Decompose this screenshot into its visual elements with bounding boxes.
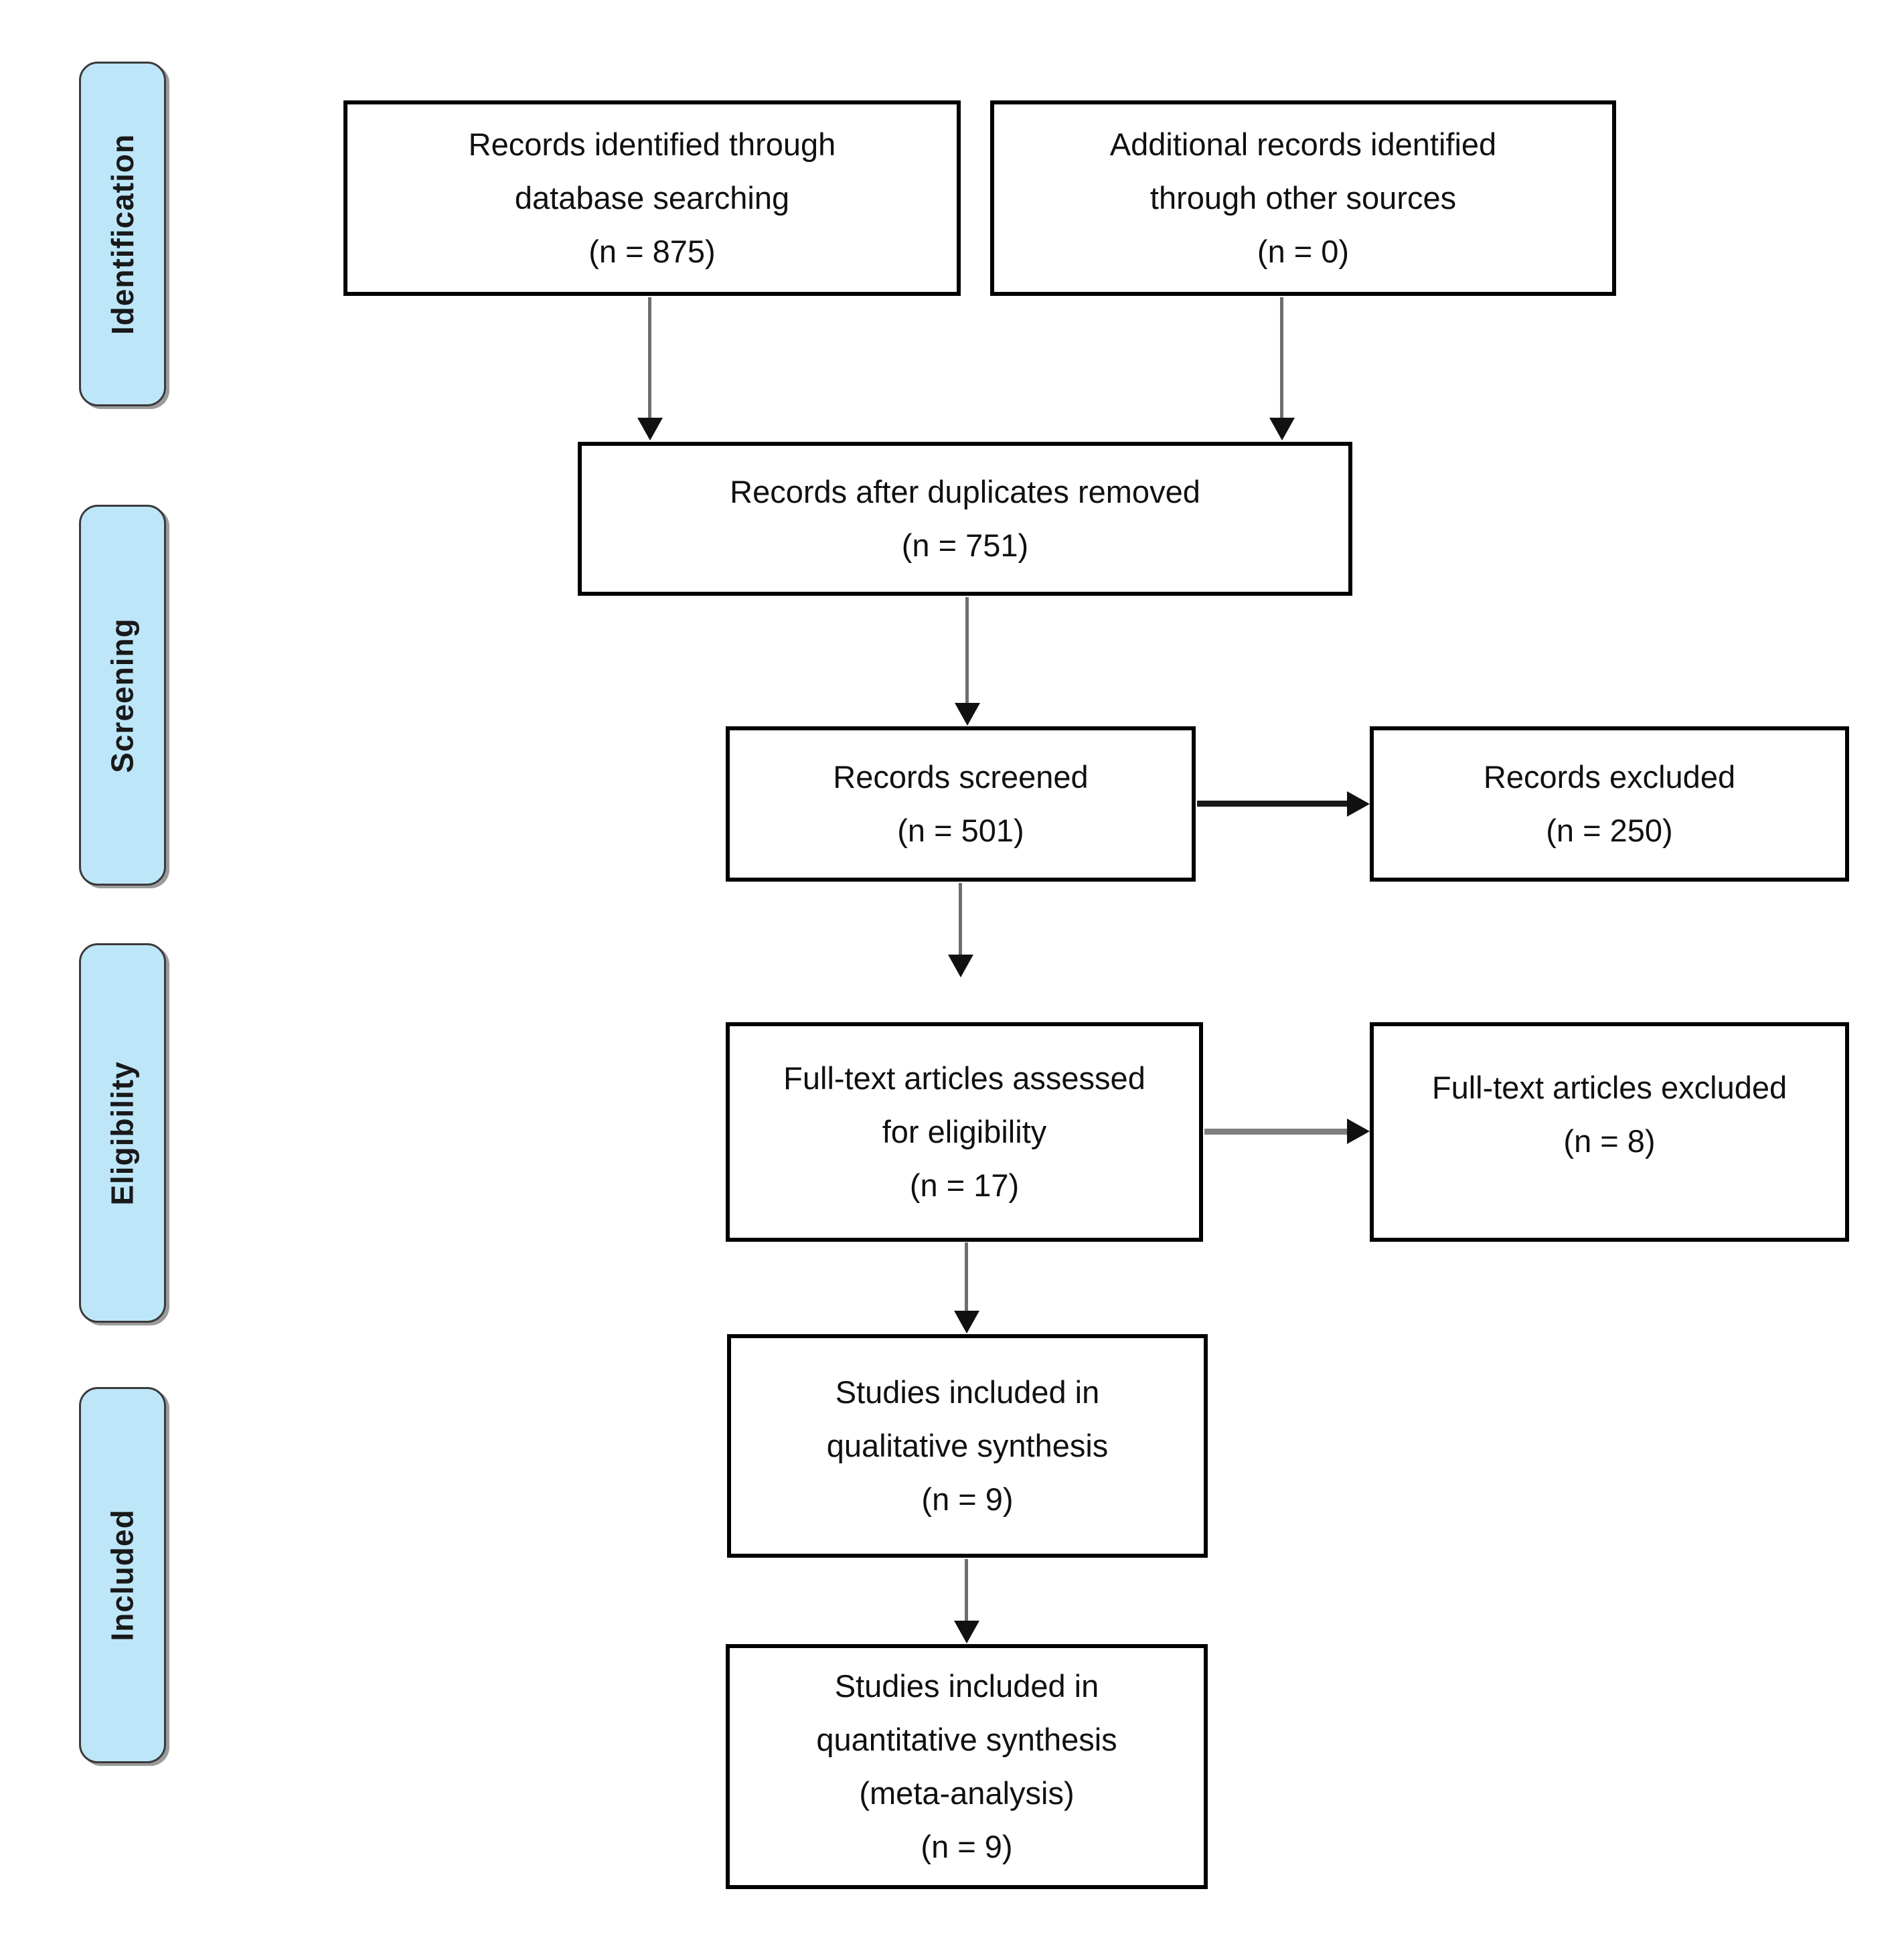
arrow-identified-to-duplicates <box>648 297 651 418</box>
box-qualitative-synthesis-line: qualitative synthesis <box>826 1428 1109 1464</box>
arrow-down-icon <box>948 955 973 977</box>
box-fulltext-assessed-line: Full-text articles assessed <box>783 1060 1145 1097</box>
box-additional-records-line: through other sources <box>1149 180 1457 216</box>
box-additional-records-count: (n = 0) <box>1257 233 1350 269</box>
box-qualitative-synthesis-line: Studies included in <box>835 1374 1100 1410</box>
box-records-identified-count: (n = 875) <box>588 233 716 269</box>
stage-label-included-text: Included <box>105 1509 140 1641</box>
box-fulltext-assessed-count: (n = 17) <box>909 1167 1020 1203</box>
box-records-identified-line: database searching <box>514 180 790 216</box>
arrow-qualitative-to-quantitative <box>965 1559 968 1621</box>
box-quantitative-synthesis-line: (meta-analysis) <box>859 1775 1075 1811</box>
arrow-down-icon <box>954 1311 979 1333</box>
box-fulltext-assessed-line: for eligibility <box>882 1114 1047 1150</box>
stage-label-identification: Identification <box>79 62 166 406</box>
box-duplicates-removed-line: Records after duplicates removed <box>730 474 1200 510</box>
box-quantitative-synthesis-count: (n = 9) <box>921 1828 1013 1864</box>
stage-label-eligibility: Eligibility <box>79 943 166 1323</box>
arrow-screened-to-excluded <box>1197 801 1348 807</box>
box-records-screened: Records screened (n = 501) <box>726 726 1196 882</box>
box-records-screened-count: (n = 501) <box>897 813 1024 848</box>
stage-label-identification-text: Identification <box>105 133 141 335</box>
box-qualitative-synthesis-count: (n = 9) <box>921 1481 1014 1517</box>
box-additional-records: Additional records identified through ot… <box>990 100 1616 296</box>
arrow-right-icon <box>1347 1119 1370 1144</box>
box-records-screened-line: Records screened <box>833 759 1089 795</box>
stage-label-included: Included <box>79 1387 166 1763</box>
arrow-down-icon <box>955 703 980 726</box>
arrow-down-icon <box>1269 418 1295 440</box>
box-records-identified: Records identified through database sear… <box>343 100 961 296</box>
box-fulltext-excluded: Full-text articles excluded (n = 8) <box>1370 1022 1849 1242</box>
box-additional-records-line: Additional records identified <box>1109 127 1497 163</box>
arrow-right-icon <box>1347 791 1370 817</box>
box-qualitative-synthesis: Studies included in qualitative synthesi… <box>727 1334 1208 1558</box>
box-quantitative-synthesis-line: quantitative synthesis <box>816 1722 1117 1758</box>
stage-label-screening-text: Screening <box>105 617 141 773</box>
box-fulltext-assessed: Full-text articles assessed for eligibil… <box>726 1022 1203 1242</box>
box-quantitative-synthesis: Studies included in quantitative synthes… <box>726 1644 1208 1889</box>
box-fulltext-excluded-count: (n = 8) <box>1563 1123 1656 1159</box>
stage-label-eligibility-text: Eligibility <box>105 1060 140 1206</box>
stage-label-screening: Screening <box>79 505 166 886</box>
arrow-screened-to-fulltext <box>959 883 962 955</box>
arrow-down-icon <box>637 418 663 440</box>
box-records-excluded: Records excluded (n = 250) <box>1370 726 1849 882</box>
arrow-fulltext-to-excluded <box>1204 1129 1347 1135</box>
box-quantitative-synthesis-line: Studies included in <box>834 1668 1099 1704</box>
arrow-additional-to-duplicates <box>1280 297 1283 418</box>
arrow-duplicates-to-screened <box>965 597 969 703</box>
box-fulltext-excluded-line: Full-text articles excluded <box>1431 1070 1788 1105</box>
box-records-excluded-line: Records excluded <box>1483 759 1736 795</box>
box-duplicates-removed: Records after duplicates removed (n = 75… <box>578 442 1352 596</box>
arrow-fulltext-to-qualitative <box>965 1242 968 1311</box>
arrow-down-icon <box>954 1621 979 1643</box>
box-duplicates-removed-count: (n = 751) <box>901 527 1029 563</box>
box-records-identified-line: Records identified through <box>468 127 836 163</box>
box-records-excluded-count: (n = 250) <box>1546 813 1673 848</box>
